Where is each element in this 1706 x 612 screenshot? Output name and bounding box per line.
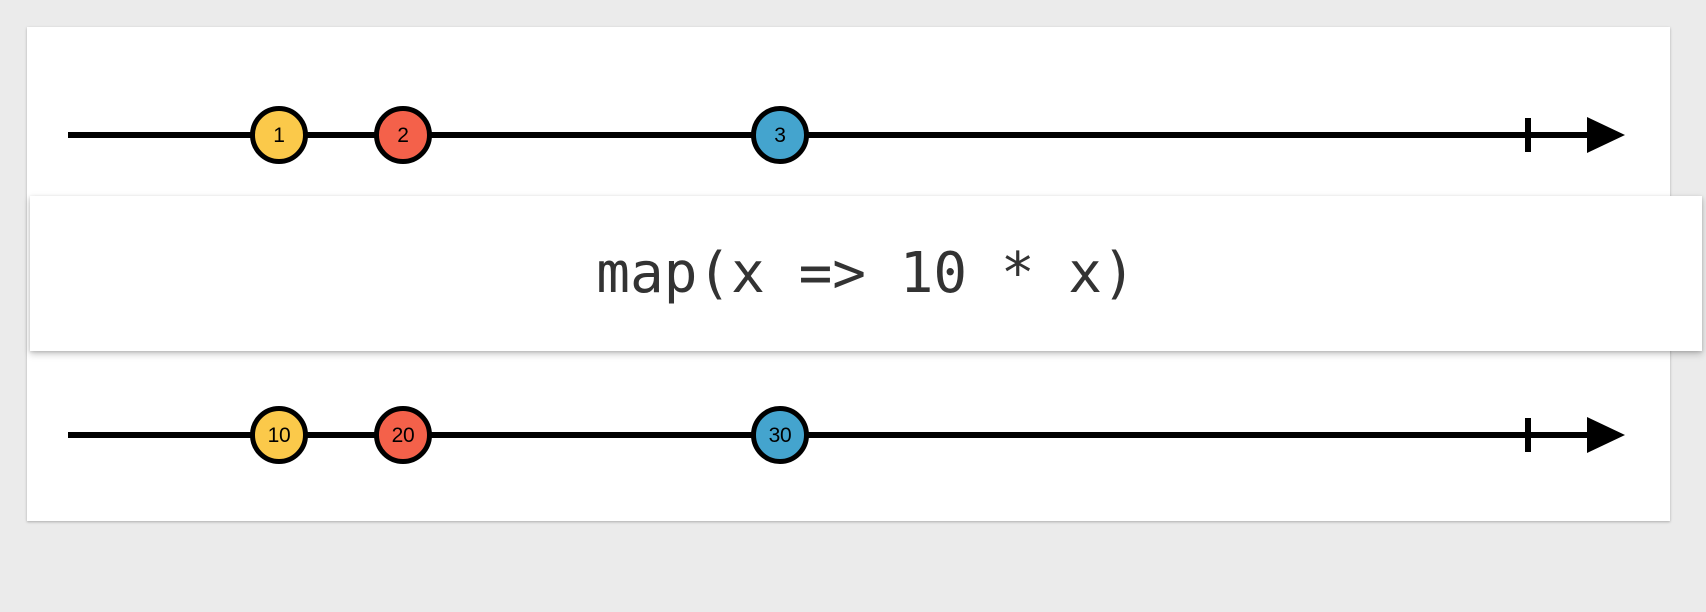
result-marble-20-label: 20 [391,423,415,447]
result-marble-10[interactable]: 10 [250,406,308,464]
source-marble-1[interactable]: 1 [250,106,308,164]
result-timeline: 10 20 30 [27,375,1670,495]
result-marble-30-label: 30 [768,423,792,447]
source-arrow-head [1587,117,1625,153]
source-marble-3-label: 3 [774,123,786,147]
source-timeline-axis [68,117,1625,153]
result-timeline-axis [68,417,1625,453]
source-marble-2-label: 2 [397,123,409,147]
source-timeline: 1 2 3 [27,48,1670,168]
result-marble-20[interactable]: 20 [374,406,432,464]
result-arrow-head [1587,417,1625,453]
operator-expression: map(x => 10 * x) [596,240,1136,306]
operator-banner: map(x => 10 * x) [30,196,1702,351]
source-marble-2[interactable]: 2 [374,106,432,164]
result-marble-30[interactable]: 30 [751,406,809,464]
source-marble-1-label: 1 [273,123,285,147]
source-marble-3[interactable]: 3 [751,106,809,164]
result-marble-10-label: 10 [267,423,291,447]
